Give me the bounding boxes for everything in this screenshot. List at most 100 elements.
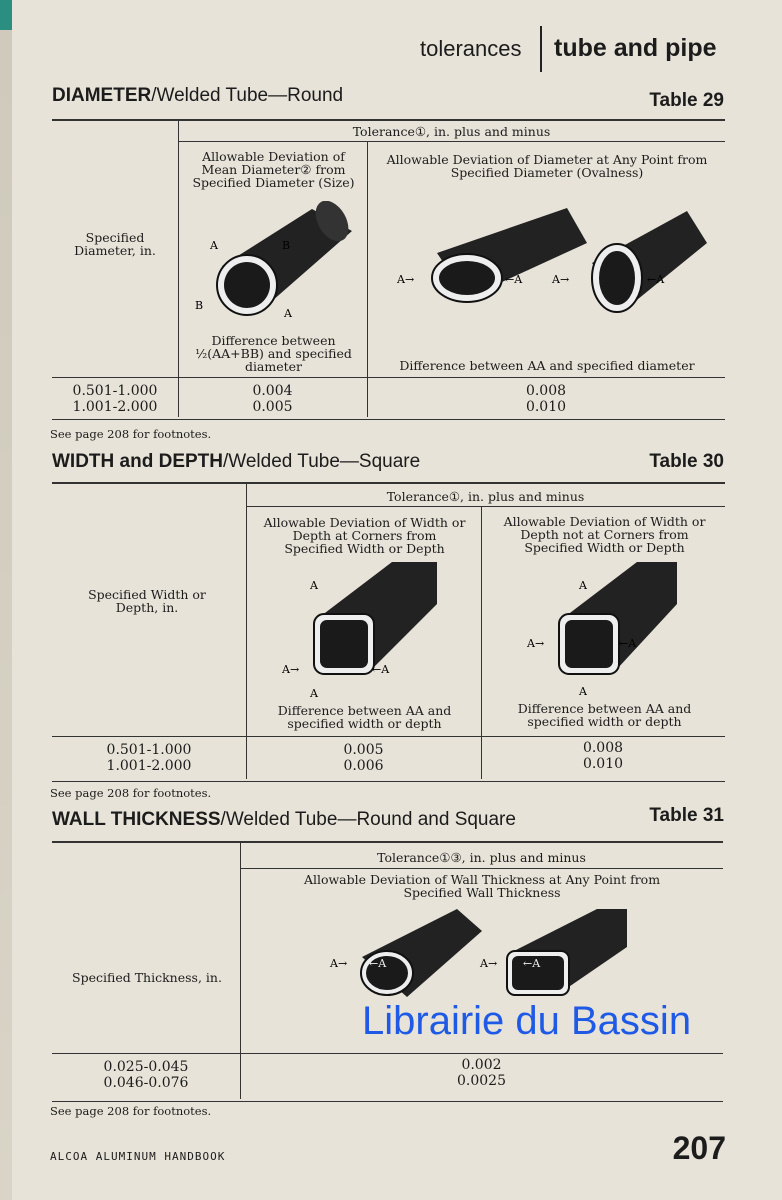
title-rest: /Welded Tube—Square xyxy=(223,451,421,472)
ovalness-diagram: A→ ←A A→ ←A xyxy=(397,208,707,313)
divider xyxy=(178,121,179,417)
watermark: Librairie du Bassin xyxy=(362,999,692,1043)
column-caption: Difference between AA and specified diam… xyxy=(399,358,695,373)
svg-text:←A: ←A xyxy=(647,273,665,286)
cell: 0.008 xyxy=(582,740,624,756)
divider xyxy=(52,1053,723,1054)
column-heading: Allowable Deviation of Width or Depth at… xyxy=(263,515,466,556)
divider xyxy=(178,141,725,142)
cell: 1.001-2.000 xyxy=(106,758,192,774)
svg-text:←A: ←A xyxy=(372,663,390,676)
row-header: Specified Diameter, in. xyxy=(74,230,156,258)
cell: 0.025-0.045 xyxy=(103,1059,189,1075)
svg-text:A→: A→ xyxy=(397,273,414,286)
table-29-number: Table 29 xyxy=(649,90,724,111)
svg-text:A→: A→ xyxy=(527,637,544,650)
cell: 0.501-1.000 xyxy=(72,383,158,399)
cell: 0.0025 xyxy=(457,1073,506,1089)
svg-text:←A: ←A xyxy=(369,957,387,970)
title-rest: /Welded Tube—Round and Square xyxy=(220,809,516,830)
column-heading: Allowable Deviation of Diameter at Any P… xyxy=(386,152,708,180)
table-30: Tolerance①, in. plus and minus Specified… xyxy=(52,482,725,782)
footnote: See page 208 for footnotes. xyxy=(50,786,212,800)
cell: 0.002 xyxy=(461,1057,502,1073)
svg-text:A: A xyxy=(283,307,293,320)
table-29: Tolerance①, in. plus and minus Specified… xyxy=(52,119,725,420)
footnote: See page 208 for footnotes. xyxy=(50,1104,212,1118)
tolerance-header: Tolerance①, in. plus and minus xyxy=(386,489,585,504)
cell: 0.005 xyxy=(252,399,293,415)
cell: 0.010 xyxy=(525,399,567,415)
table-31-title: WALL THICKNESS/Welded Tube—Round and Squ… xyxy=(52,809,516,831)
cell: 0.010 xyxy=(582,756,624,772)
svg-text:←A: ←A xyxy=(505,273,523,286)
column-caption: Difference between ½(AA+BB) and specifie… xyxy=(195,333,352,374)
svg-text:A: A xyxy=(309,687,319,699)
table-30-title: WIDTH and DEPTH/Welded Tube—Square xyxy=(52,451,420,473)
cell: 0.004 xyxy=(252,383,293,399)
column-heading: Allowable Deviation of Wall Thickness at… xyxy=(303,872,661,900)
svg-text:←A: ←A xyxy=(523,957,541,970)
title-rest: /Welded Tube—Round xyxy=(151,85,344,106)
cell: 0.501-1.000 xyxy=(106,742,192,758)
table-29-title: DIAMETER/Welded Tube—Round xyxy=(52,85,343,107)
divider xyxy=(481,506,482,779)
footnote: See page 208 for footnotes. xyxy=(50,427,212,441)
svg-text:A→: A→ xyxy=(329,957,347,970)
divider xyxy=(246,484,247,779)
column-heading: Allowable Deviation of Mean Diameter② fr… xyxy=(192,149,355,190)
row-header: Specified Width or Depth, in. xyxy=(88,587,206,615)
svg-text:A→: A→ xyxy=(551,273,569,286)
cell: 0.046-0.076 xyxy=(103,1075,189,1091)
svg-text:A: A xyxy=(309,579,319,592)
tolerance-header: Tolerance①③, in. plus and minus xyxy=(377,850,586,865)
topic-label: tube and pipe xyxy=(554,34,717,62)
title-bold: WALL THICKNESS xyxy=(52,809,221,830)
cell: 1.001-2.000 xyxy=(72,399,158,415)
svg-text:A→: A→ xyxy=(479,957,497,970)
column-heading: Allowable Deviation of Width or Depth no… xyxy=(503,514,706,555)
cell: 0.008 xyxy=(525,383,567,399)
page-edge xyxy=(0,0,12,1200)
round-tube-diagram: A B B A xyxy=(195,201,352,320)
svg-text:B: B xyxy=(195,299,203,312)
table-31-number: Table 31 xyxy=(649,805,724,826)
row-header: Specified Thickness, in. xyxy=(72,970,222,985)
wall-thickness-diagram: A→ ←A A→ ←A xyxy=(329,909,627,997)
square-tube-corners-diagram: A A→ ←A A xyxy=(282,562,437,699)
svg-text:B: B xyxy=(282,239,290,252)
cell: 0.005 xyxy=(343,742,384,758)
table-31: Tolerance①③, in. plus and minus Specifie… xyxy=(52,841,723,1102)
table-30-number: Table 30 xyxy=(649,451,724,472)
divider xyxy=(246,506,725,507)
page-number: 207 xyxy=(672,1130,726,1166)
header-divider xyxy=(540,26,542,72)
divider xyxy=(240,868,723,869)
divider xyxy=(367,141,368,417)
column-caption: Difference between AA and specified widt… xyxy=(517,701,692,729)
cell: 0.006 xyxy=(343,758,384,774)
divider xyxy=(52,377,725,378)
title-bold: WIDTH and DEPTH xyxy=(52,451,223,472)
section-label: tolerances xyxy=(420,36,522,61)
svg-text:A: A xyxy=(578,685,588,698)
svg-text:A: A xyxy=(578,579,588,592)
square-tube-sides-diagram: A A→ ←A A xyxy=(527,562,677,698)
title-bold: DIAMETER xyxy=(52,85,152,106)
tolerance-header: Tolerance①, in. plus and minus xyxy=(352,124,551,139)
divider xyxy=(240,843,241,1099)
svg-text:A: A xyxy=(209,239,219,252)
svg-text:←A: ←A xyxy=(619,637,637,650)
column-caption: Difference between AA and specified widt… xyxy=(277,703,452,731)
svg-text:A→: A→ xyxy=(282,663,299,676)
divider xyxy=(52,736,725,737)
book-title: ALCOA ALUMINUM HANDBOOK xyxy=(50,1150,226,1163)
